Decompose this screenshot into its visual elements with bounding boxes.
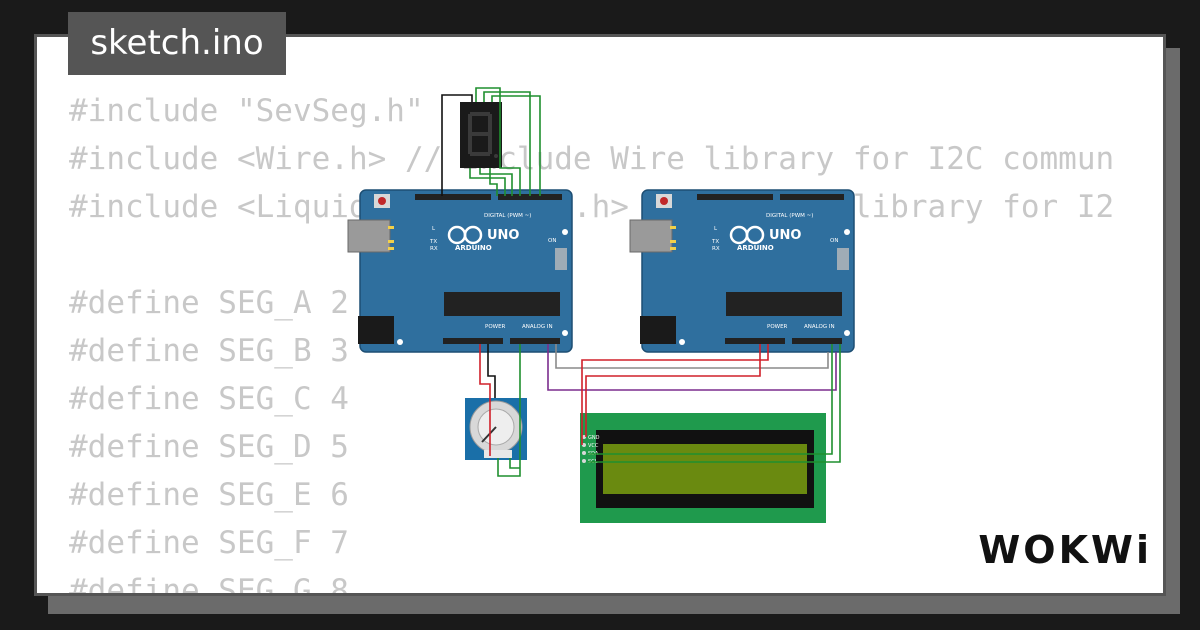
board-brand-label: ARDUINO xyxy=(737,244,774,252)
code-line: #include "SevSeg.h" xyxy=(69,93,424,129)
power-pins-label: POWER xyxy=(767,324,788,330)
analog-pins-label: ANALOG IN xyxy=(522,324,553,330)
wire-green-3 xyxy=(491,95,541,196)
arduino-uno-2[interactable]: UNO ARDUINO DIGITAL (PWM ~) POWER ANALOG… xyxy=(628,188,856,354)
wire-red-pot xyxy=(479,344,491,456)
wire-gray xyxy=(555,344,829,369)
wire-black-pot xyxy=(487,344,496,398)
l-led-label: L xyxy=(432,226,436,232)
power-pins-label: POWER xyxy=(485,324,506,330)
digital-pins-label: DIGITAL (PWM ~) xyxy=(484,213,531,219)
potentiometer[interactable] xyxy=(465,398,527,460)
digital-pins-label: DIGITAL (PWM ~) xyxy=(766,213,813,219)
code-line: #define SEG_A 2 xyxy=(69,285,349,321)
seven-segment-display[interactable] xyxy=(460,102,502,168)
wire-purple xyxy=(547,344,837,391)
code-line: #define SEG_F 7 xyxy=(69,525,349,561)
wire-green-4 xyxy=(469,168,506,196)
rx-led-label: RX xyxy=(430,246,438,252)
wire-green-lcd-scl xyxy=(588,344,841,463)
wire-green-pot-2 xyxy=(509,458,520,469)
lcd-pin-vcc: VCC xyxy=(588,443,599,449)
wire-green-5 xyxy=(479,168,513,196)
wire-red-lcd-2 xyxy=(581,344,769,445)
on-led-label: ON xyxy=(830,238,838,244)
wire-green-lcd-sda xyxy=(588,344,833,455)
l-led-label: L xyxy=(714,226,718,232)
wire-black-segment xyxy=(441,94,473,196)
tx-led-label: TX xyxy=(711,239,719,245)
board-brand-label: ARDUINO xyxy=(455,244,492,252)
code-line: #define SEG_B 3 xyxy=(69,333,349,369)
board-model-label: UNO xyxy=(487,228,520,243)
board-model-label: UNO xyxy=(769,228,802,243)
rx-led-label: RX xyxy=(712,246,720,252)
code-line: #define SEG_E 6 xyxy=(69,477,349,513)
wire-green-6 xyxy=(489,168,498,196)
wires xyxy=(441,87,841,477)
on-led-label: ON xyxy=(548,238,556,244)
wire-green-1 xyxy=(475,87,521,196)
file-name-tab[interactable]: sketch.ino xyxy=(68,12,286,75)
analog-pins-label: ANALOG IN xyxy=(804,324,835,330)
wire-green-2 xyxy=(483,91,531,196)
arduino-uno-1[interactable]: UNO ARDUINO DIGITAL (PWM ~) POWER ANALOG… xyxy=(346,188,574,354)
wire-green-pot xyxy=(497,344,521,477)
tx-led-label: TX xyxy=(429,239,437,245)
code-line: #define SEG_D 5 xyxy=(69,429,349,465)
lcd-pin-gnd: GND xyxy=(588,435,600,441)
lcd-display[interactable]: GND VCC SDA SCL xyxy=(580,413,826,523)
code-line: #define SEG_C 4 xyxy=(69,381,349,417)
code-line: #define SEG_G 8 xyxy=(69,573,349,596)
wokwi-logo: WOKWi xyxy=(978,528,1152,572)
